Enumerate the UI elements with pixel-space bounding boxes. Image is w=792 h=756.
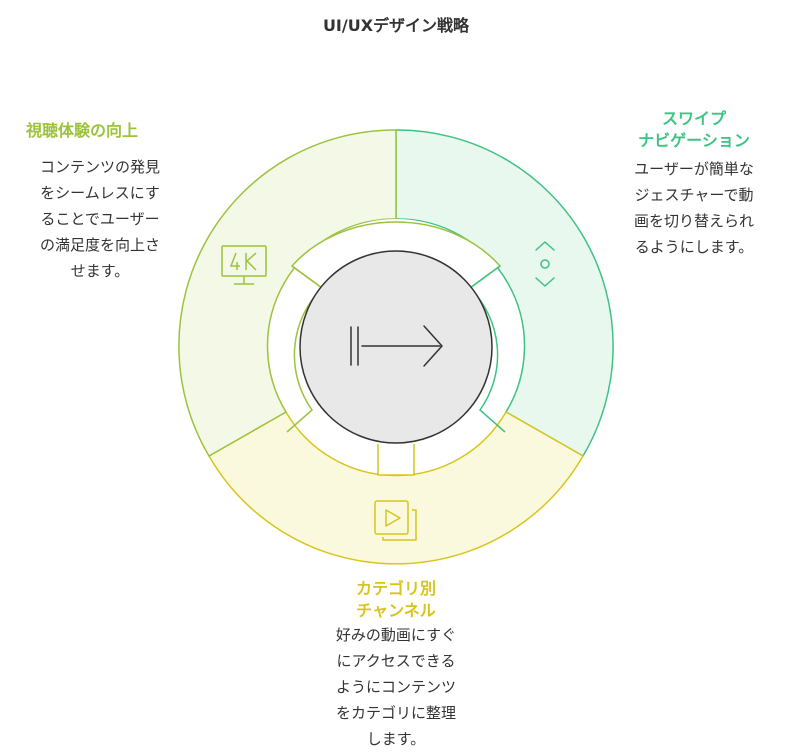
label-swipe-navigation: スワイプ ナビゲーション <box>638 109 750 150</box>
inner-arc-bottom <box>377 444 415 476</box>
segment-top-left <box>178 129 397 458</box>
4k-display-icon <box>221 245 267 285</box>
center-circle <box>299 250 493 444</box>
label-category-channel: カテゴリ別 チャンネル <box>355 579 436 620</box>
desc-swipe-navigation: ユーザーが簡単な ジェスチャーで動 画を切り替えられ るようにします。 <box>633 160 754 256</box>
arrow-right-to-bar-icon <box>350 325 443 367</box>
diagram-title: UI/UXデザイン戦略 <box>322 16 470 35</box>
label-viewing-experience: 視聴体験の向上 <box>26 121 139 140</box>
segment-bottom <box>207 410 585 565</box>
swipe-vertical-icon <box>535 241 555 287</box>
video-playlist-icon <box>374 500 417 541</box>
desc-viewing-experience: コンテンツの発見 をシームレスにす ることでユーザー の満足度を向上さ せます。 <box>39 158 160 280</box>
desc-category-channel: 好みの動画にすぐ にアクセスできる ようにコンテンツ をカテゴリに整理 します。 <box>335 626 457 748</box>
